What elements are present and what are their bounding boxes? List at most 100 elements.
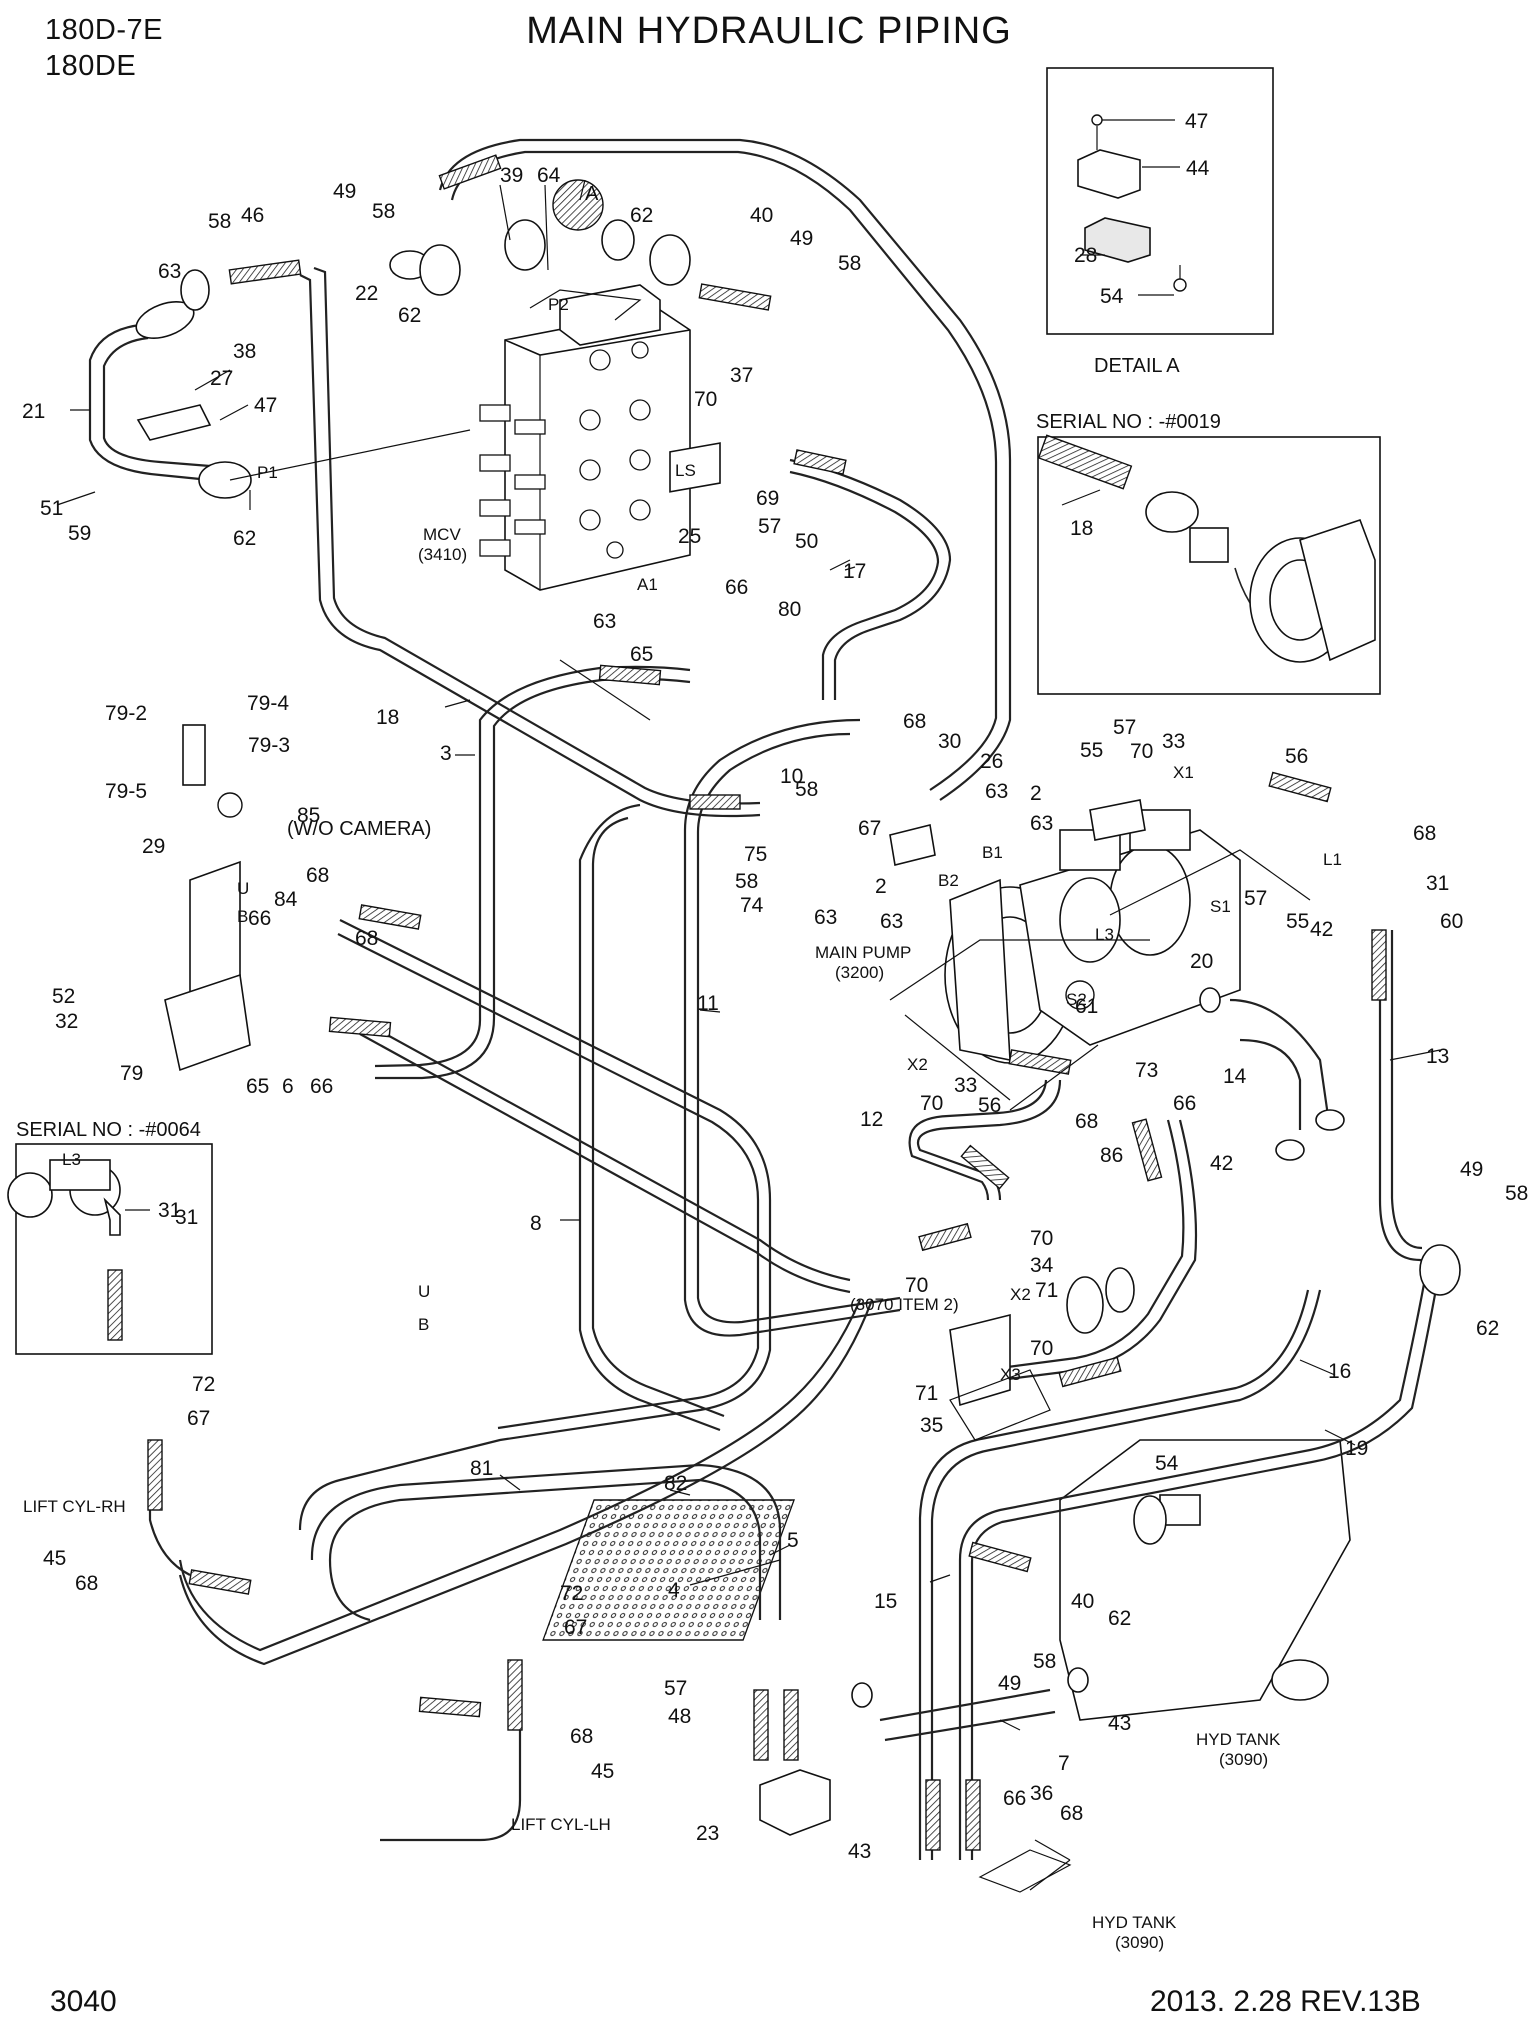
callout-123: 49 bbox=[998, 1672, 1021, 1695]
port-label-5: L1 bbox=[1323, 850, 1342, 869]
callout-118: 43 bbox=[848, 1840, 871, 1863]
callout-7: 58 bbox=[838, 252, 861, 275]
callout-4: 62 bbox=[630, 204, 653, 227]
port-label-7: B1 bbox=[982, 843, 1003, 862]
callout-88: 66 bbox=[310, 1075, 333, 1098]
callout-16: 59 bbox=[68, 522, 91, 545]
callout-58: 42 bbox=[1310, 918, 1333, 941]
callout-57: 55 bbox=[1286, 910, 1309, 933]
callout-61: 73 bbox=[1135, 1059, 1158, 1082]
main-pump-code: (3200) bbox=[835, 963, 884, 982]
callout-121: 40 bbox=[1071, 1590, 1094, 1613]
callout-116: 57 bbox=[664, 1677, 687, 1700]
serial-2-callout: 31 bbox=[158, 1199, 181, 1222]
callout-0: 49 bbox=[333, 180, 356, 203]
callout-22: 69 bbox=[756, 487, 779, 510]
callout-105: 45 bbox=[43, 1547, 66, 1570]
callout-6: 49 bbox=[790, 227, 813, 250]
port-label-17: B bbox=[418, 1315, 429, 1334]
detail-a-marker: A bbox=[585, 183, 599, 205]
revision-date: 2013. 2.28 REV.13B bbox=[1150, 1985, 1421, 2018]
callout-8: 58 bbox=[208, 210, 231, 233]
callout-99: 58 bbox=[1505, 1182, 1528, 1205]
lift-cyl-lh-label: LIFT CYL-LH bbox=[511, 1815, 611, 1834]
port-label-16: U bbox=[418, 1282, 430, 1301]
hyd-tank-code-1: (3090) bbox=[1219, 1750, 1268, 1769]
callout-43: 74 bbox=[740, 894, 764, 917]
hose-fittings bbox=[147, 154, 1387, 1851]
hyd-tank-code-2: (3090) bbox=[1115, 1933, 1164, 1952]
lift-cyl-rh-label: LIFT CYL-RH bbox=[23, 1497, 126, 1516]
callout-109: 5 bbox=[787, 1529, 799, 1552]
callout-56: 57 bbox=[1244, 887, 1267, 910]
callout-87: 6 bbox=[282, 1075, 294, 1098]
callout-44: 63 bbox=[814, 906, 837, 929]
callout-77: 85 bbox=[297, 804, 320, 827]
port-label-10: S2 bbox=[1066, 990, 1087, 1009]
callout-84: 32 bbox=[55, 1010, 78, 1033]
detail-a-panel bbox=[1046, 67, 1274, 335]
model-name-1: 180D-7E bbox=[45, 14, 163, 46]
page-title: MAIN HYDRAULIC PIPING bbox=[526, 10, 1012, 52]
callout-49: 57 bbox=[1113, 716, 1136, 739]
callout-91: 34 bbox=[1030, 1254, 1054, 1277]
serial-box-2-panel bbox=[7, 1143, 213, 1355]
callout-110: 4 bbox=[668, 1579, 680, 1602]
main-pump-label: MAIN PUMP bbox=[815, 943, 911, 962]
callout-15: 51 bbox=[40, 497, 63, 520]
callout-39: 2 bbox=[1030, 782, 1042, 805]
callout-112: 67 bbox=[564, 1616, 587, 1639]
callout-50: 70 bbox=[1130, 740, 1153, 763]
callout-86: 65 bbox=[246, 1075, 269, 1098]
port-label-6: B2 bbox=[938, 871, 959, 890]
callout-24: 57 bbox=[758, 515, 781, 538]
callout-96: 35 bbox=[920, 1414, 943, 1437]
callout-129: 68 bbox=[1060, 1802, 1083, 1825]
callout-80: 84 bbox=[274, 888, 298, 911]
callout-125: 43 bbox=[1108, 1712, 1131, 1735]
callout-36: 58 bbox=[795, 778, 818, 801]
callout-17: 62 bbox=[233, 527, 256, 550]
callout-30: 17 bbox=[843, 560, 866, 583]
callout-28: 80 bbox=[778, 598, 801, 621]
callout-111: 72 bbox=[560, 1582, 583, 1605]
callout-27: 66 bbox=[725, 576, 748, 599]
callout-11: 38 bbox=[233, 340, 256, 363]
callout-115: 48 bbox=[668, 1705, 691, 1728]
model-name-2: 180DE bbox=[45, 50, 137, 82]
port-label-9: L3 bbox=[1095, 925, 1114, 944]
port-label-11: X2 bbox=[907, 1055, 928, 1074]
callout-46: 2 bbox=[875, 875, 887, 898]
callout-53: 68 bbox=[1413, 822, 1436, 845]
callout-102: 31 bbox=[175, 1206, 198, 1229]
callout-67: 70 bbox=[920, 1092, 943, 1115]
callout-108: 82 bbox=[664, 1472, 687, 1495]
callout-78: 29 bbox=[142, 835, 165, 858]
callout-93: 71 bbox=[1035, 1279, 1058, 1302]
callout-3: 64 bbox=[537, 164, 561, 187]
port-label-4: X1 bbox=[1173, 763, 1194, 782]
callout-113: 68 bbox=[570, 1725, 593, 1748]
port-label-12: X2 bbox=[1010, 1285, 1031, 1304]
port-label-14: U bbox=[237, 879, 249, 898]
detail-a-caption: DETAIL A bbox=[1094, 355, 1180, 377]
mcv-code: (3410) bbox=[418, 545, 467, 564]
callout-2: 39 bbox=[500, 164, 523, 187]
callout-59: 20 bbox=[1190, 950, 1213, 973]
callout-94: 70 bbox=[1030, 1337, 1053, 1360]
component-labels: A MCV (3410) MAIN PUMP (3200) (W/O CAMER… bbox=[16, 183, 1281, 1952]
callout-21: 37 bbox=[730, 364, 753, 387]
callout-82: 68 bbox=[355, 927, 378, 950]
callout-48: 55 bbox=[1080, 739, 1103, 762]
callout-98: 49 bbox=[1460, 1158, 1483, 1181]
item-ref-label: (3070 ITEM 2) bbox=[850, 1295, 959, 1314]
callout-114: 45 bbox=[591, 1760, 614, 1783]
callout-101: 19 bbox=[1345, 1437, 1368, 1460]
callout-89: 8 bbox=[530, 1212, 542, 1235]
callout-31: 18 bbox=[376, 706, 399, 729]
callout-35: 10 bbox=[780, 765, 803, 788]
callout-69: 56 bbox=[978, 1094, 1001, 1117]
detail-a-callout-1: 44 bbox=[1186, 157, 1210, 180]
